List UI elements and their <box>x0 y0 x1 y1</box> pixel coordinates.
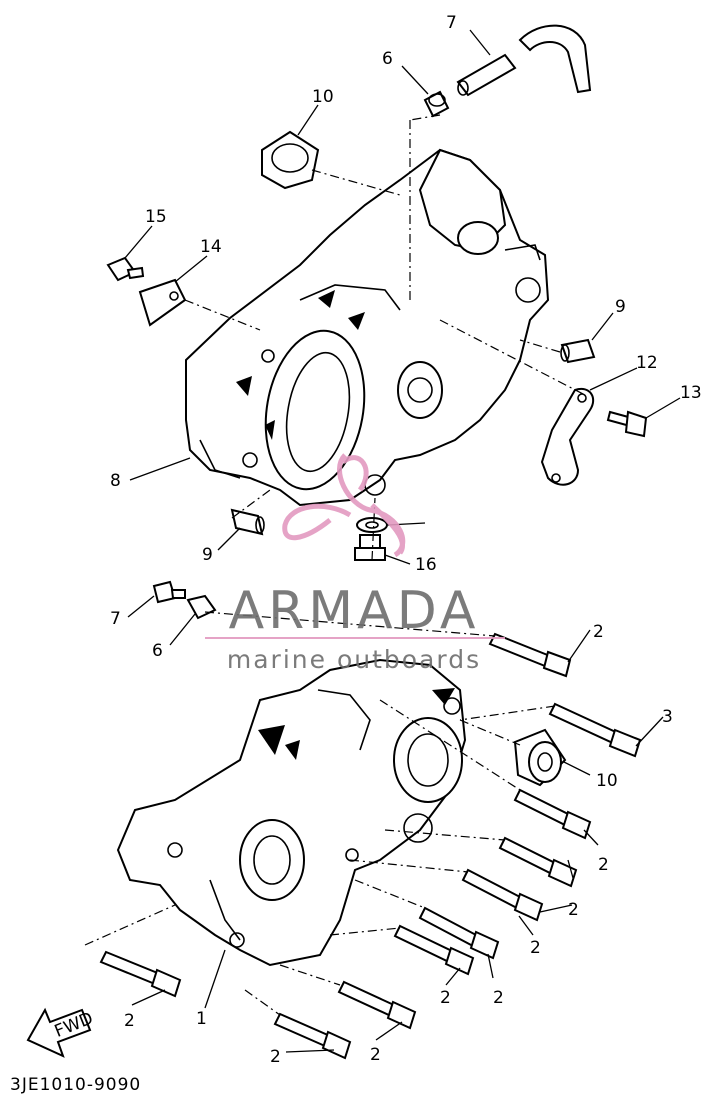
screw-and-collar <box>152 580 217 620</box>
crankcase-bolts <box>99 632 642 1060</box>
diagram-code: 3JE1010-9090 <box>10 1075 141 1095</box>
callout-7: 7 <box>446 13 457 33</box>
callout-6: 6 <box>382 49 393 69</box>
crankcase-right-half <box>116 658 467 967</box>
callout-14: 15 <box>145 207 167 227</box>
callout-1: 1 <box>196 1009 207 1029</box>
callout-2-top: 2 <box>593 622 604 642</box>
bolt-12 <box>606 410 648 438</box>
callout-10-upper: 10 <box>312 87 334 107</box>
callout-8: 8 <box>110 471 121 491</box>
callout-4: 6 <box>152 641 163 661</box>
callout-2-b: 2 <box>598 855 609 875</box>
breather-hose <box>456 24 592 97</box>
callout-3: 3 <box>662 707 673 727</box>
pipe-fitting <box>423 90 450 118</box>
callout-2-g: 2 <box>370 1045 381 1065</box>
callout-5: 7 <box>110 609 121 629</box>
callout-2-d: 2 <box>530 938 541 958</box>
bearing-lower <box>513 728 567 787</box>
watermark-tagline: marine outboards <box>227 645 481 674</box>
washer-and-plug <box>354 517 388 561</box>
watermark: ARMADA marine outboards <box>205 453 505 674</box>
bolt-and-plate <box>106 256 187 327</box>
crankcase-left-half <box>185 148 550 507</box>
callout-9-lower: 9 <box>202 545 213 565</box>
callout-2-c: 2 <box>568 900 579 920</box>
callout-10-lower: 10 <box>596 771 618 791</box>
callout-2-h: 2 <box>270 1047 281 1067</box>
callout-9-upper: 9 <box>615 297 626 317</box>
leader-lines <box>124 29 681 1053</box>
bracket <box>540 387 595 486</box>
callout-labels: 7 6 10 15 14 9 12 13 8 9 16 7 2 6 3 10 2… <box>10 13 702 1095</box>
callout-15: 16 <box>415 555 437 575</box>
callout-2-e: 2 <box>493 988 504 1008</box>
watermark-propeller-icon <box>282 453 406 558</box>
fwd-arrow-icon: FWD <box>26 1007 96 1058</box>
bearing-upper <box>261 130 320 190</box>
callout-13: 14 <box>200 237 222 257</box>
watermark-brand: ARMADA <box>229 581 480 641</box>
callout-12: 13 <box>680 383 702 403</box>
callout-2-i: 2 <box>124 1011 135 1031</box>
dowel-pin-upper <box>560 338 596 364</box>
callout-11: 12 <box>636 353 658 373</box>
callout-2-f: 2 <box>440 988 451 1008</box>
